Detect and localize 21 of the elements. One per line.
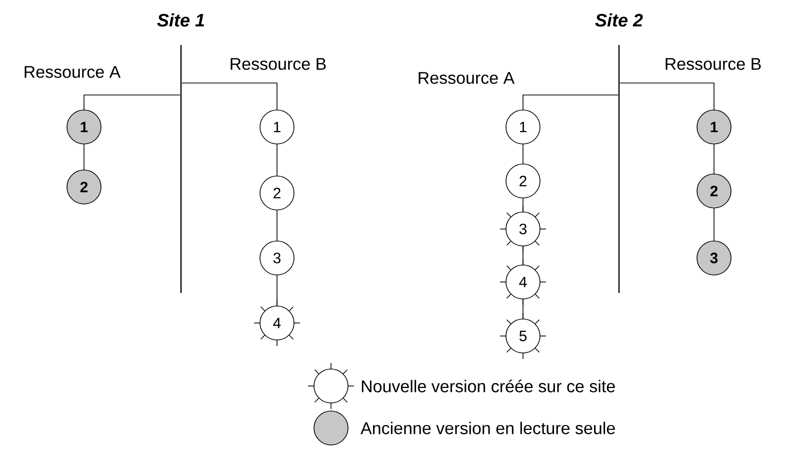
connector-line xyxy=(522,198,524,212)
resource-label: Ressource A xyxy=(418,72,515,84)
divider-line xyxy=(180,45,182,293)
connector-line xyxy=(276,275,278,306)
connector-line xyxy=(522,144,524,164)
branch-line xyxy=(522,94,619,110)
branch-line xyxy=(84,94,181,110)
connector-line xyxy=(522,246,524,265)
branch-line xyxy=(181,82,278,110)
connector-line xyxy=(276,210,278,241)
site-title: Site 2 xyxy=(595,13,643,27)
connector-line xyxy=(522,299,524,319)
branch-line xyxy=(619,82,714,110)
site-title: Site 1 xyxy=(157,13,204,27)
legend-text: Nouvelle version créée sur ce site xyxy=(362,380,615,392)
resource-label: Ressource A xyxy=(24,66,121,78)
divider-line xyxy=(618,45,620,293)
legend-text: Ancienne version en lecture seule xyxy=(360,422,615,434)
resource-label: Ressource B xyxy=(666,58,761,70)
resource-label: Ressource B xyxy=(230,58,326,70)
connector-line xyxy=(276,144,278,176)
